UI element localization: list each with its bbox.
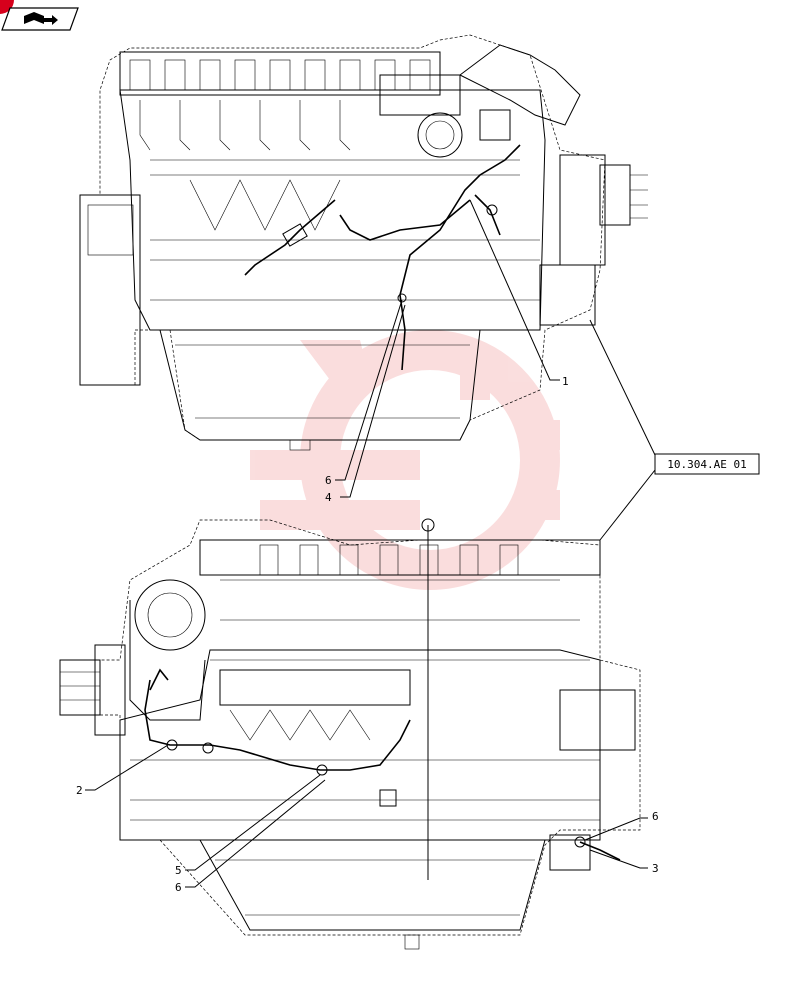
leader-lines [85,199,656,888]
callout-6-bottom: 6 [175,881,182,894]
callout-1: 1 [562,375,569,388]
watermark-logo [250,330,560,590]
header-icon-box[interactable] [1,7,79,31]
engine-bottom-view [59,518,641,950]
callout-4: 4 [325,491,332,504]
book-arrow-icon [24,12,58,25]
engine-top-view [79,34,648,451]
callout-2: 2 [76,784,83,797]
callout-6-right: 6 [652,810,659,823]
callout-labels: 1 2 3 4 5 6 6 6 [76,375,659,894]
callout-5: 5 [175,864,182,877]
callout-3: 3 [652,862,659,875]
callout-6-top: 6 [325,474,332,487]
reference-box-label: 10.304.AE 01 [667,458,746,471]
reference-box[interactable]: 10.304.AE 01 [654,453,760,475]
corner-badge [0,0,14,14]
